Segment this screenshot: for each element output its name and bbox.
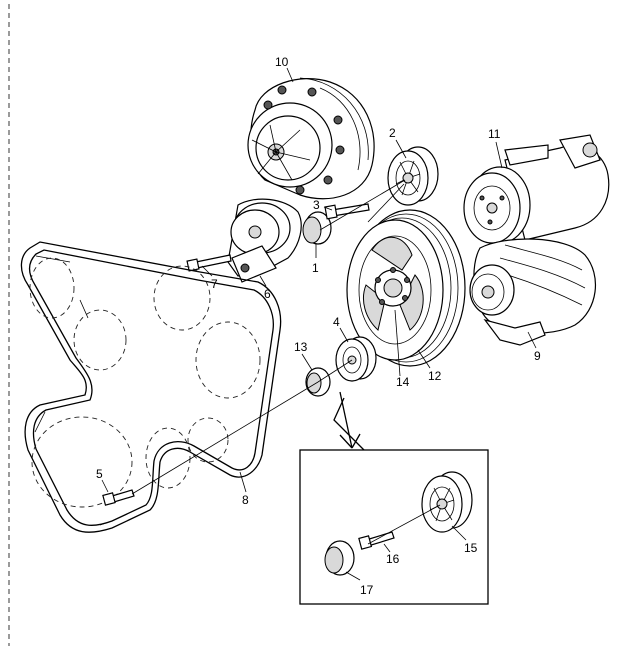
drive-belt-8 (20, 241, 282, 533)
bolt-5 (102, 489, 135, 506)
bolt-16 (358, 531, 395, 550)
callout-13: 13 (294, 340, 308, 354)
dust-cap-17 (324, 540, 355, 576)
callout-2: 2 (389, 126, 396, 140)
callout-16: 16 (386, 552, 400, 566)
water-pump-10 (247, 77, 375, 200)
callout-12: 12 (428, 369, 442, 383)
dust-cap-1 (302, 211, 332, 245)
idler-pulley-4 (335, 336, 377, 382)
callout-14: 14 (396, 375, 410, 389)
callout-10: 10 (275, 55, 289, 69)
leader-lines (101, 67, 537, 581)
detail-inset-frame (299, 449, 489, 605)
callout-17: 17 (360, 583, 374, 597)
detail-inset (299, 391, 489, 605)
dust-cap-13 (305, 367, 331, 397)
callout-7: 7 (211, 277, 218, 291)
bolt-3 (324, 203, 370, 220)
idler-pulley-2 (387, 146, 439, 206)
crankshaft-pulley-12 (346, 209, 466, 367)
ac-compressor-11 (463, 134, 610, 244)
callout-15: 15 (464, 541, 478, 555)
callout-3: 3 (313, 198, 320, 212)
callout-6: 6 (264, 287, 271, 301)
callout-9: 9 (534, 349, 541, 363)
alternator-9 (469, 238, 597, 346)
callout-8: 8 (242, 493, 249, 507)
callout-11: 11 (488, 127, 501, 141)
belt-tensioner-6 (227, 198, 302, 283)
bolt-7 (186, 254, 232, 272)
callout-4: 4 (333, 315, 340, 329)
callout-5: 5 (96, 467, 103, 481)
callout-1: 1 (312, 261, 319, 275)
idler-pulley-15 (421, 471, 473, 533)
